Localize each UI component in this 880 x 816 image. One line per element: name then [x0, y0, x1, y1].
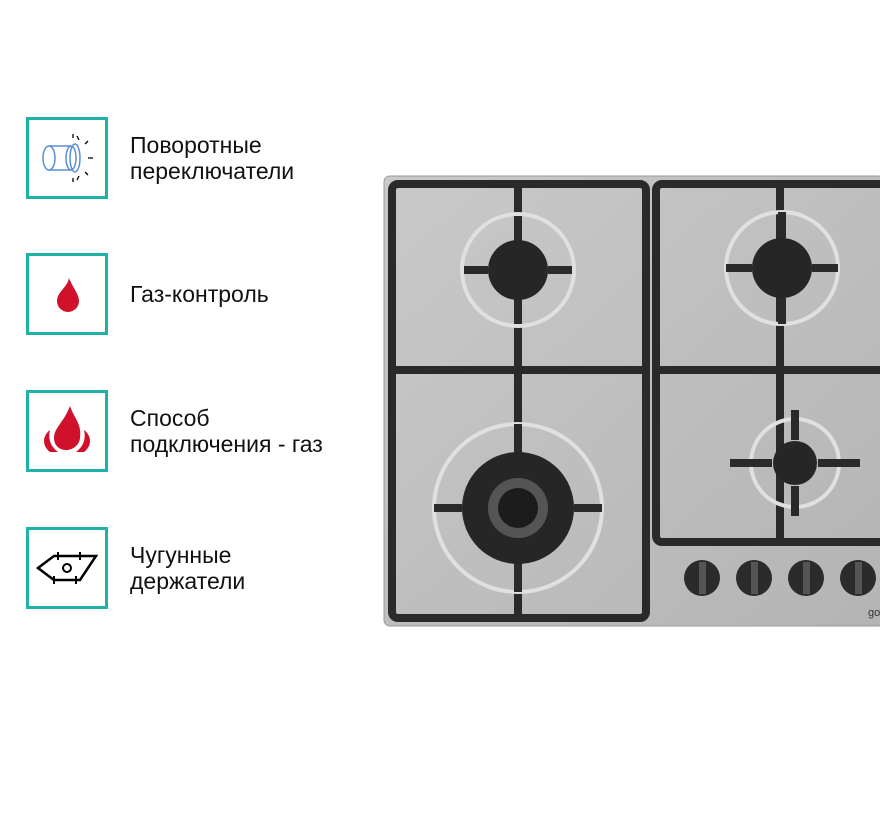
gas-drop-icon — [57, 278, 79, 312]
feature-label: Чугунные держатели — [130, 542, 246, 594]
feature-icon-frame — [26, 253, 108, 335]
feature-icon-frame — [26, 527, 108, 609]
burner-rear-left — [460, 212, 576, 328]
cast-iron-grate-icon — [36, 552, 98, 584]
feature-icon-frame — [26, 390, 108, 472]
burner-rear-right — [724, 210, 840, 326]
feature-label: Газ-контроль — [130, 281, 269, 307]
feature-icon-frame — [26, 117, 108, 199]
control-knobs — [684, 560, 876, 596]
feature-label: Поворотные переключатели — [130, 132, 295, 184]
feature-rotary-knobs: Поворотные переключатели — [26, 117, 294, 199]
feature-gas-control: Газ-контроль — [26, 253, 269, 335]
brand-logo: go — [868, 607, 880, 619]
feature-cast-iron-grates: Чугунные держатели — [26, 527, 245, 609]
flame-icon — [44, 406, 90, 452]
burner-front-right — [730, 410, 860, 516]
feature-label: Способ подключения - газ — [130, 405, 323, 457]
burner-front-left-wok — [432, 422, 604, 594]
feature-gas-connection: Способ подключения - газ — [26, 390, 323, 472]
rotary-knob-icon — [42, 134, 93, 182]
gas-hob-image: go — [383, 175, 880, 627]
